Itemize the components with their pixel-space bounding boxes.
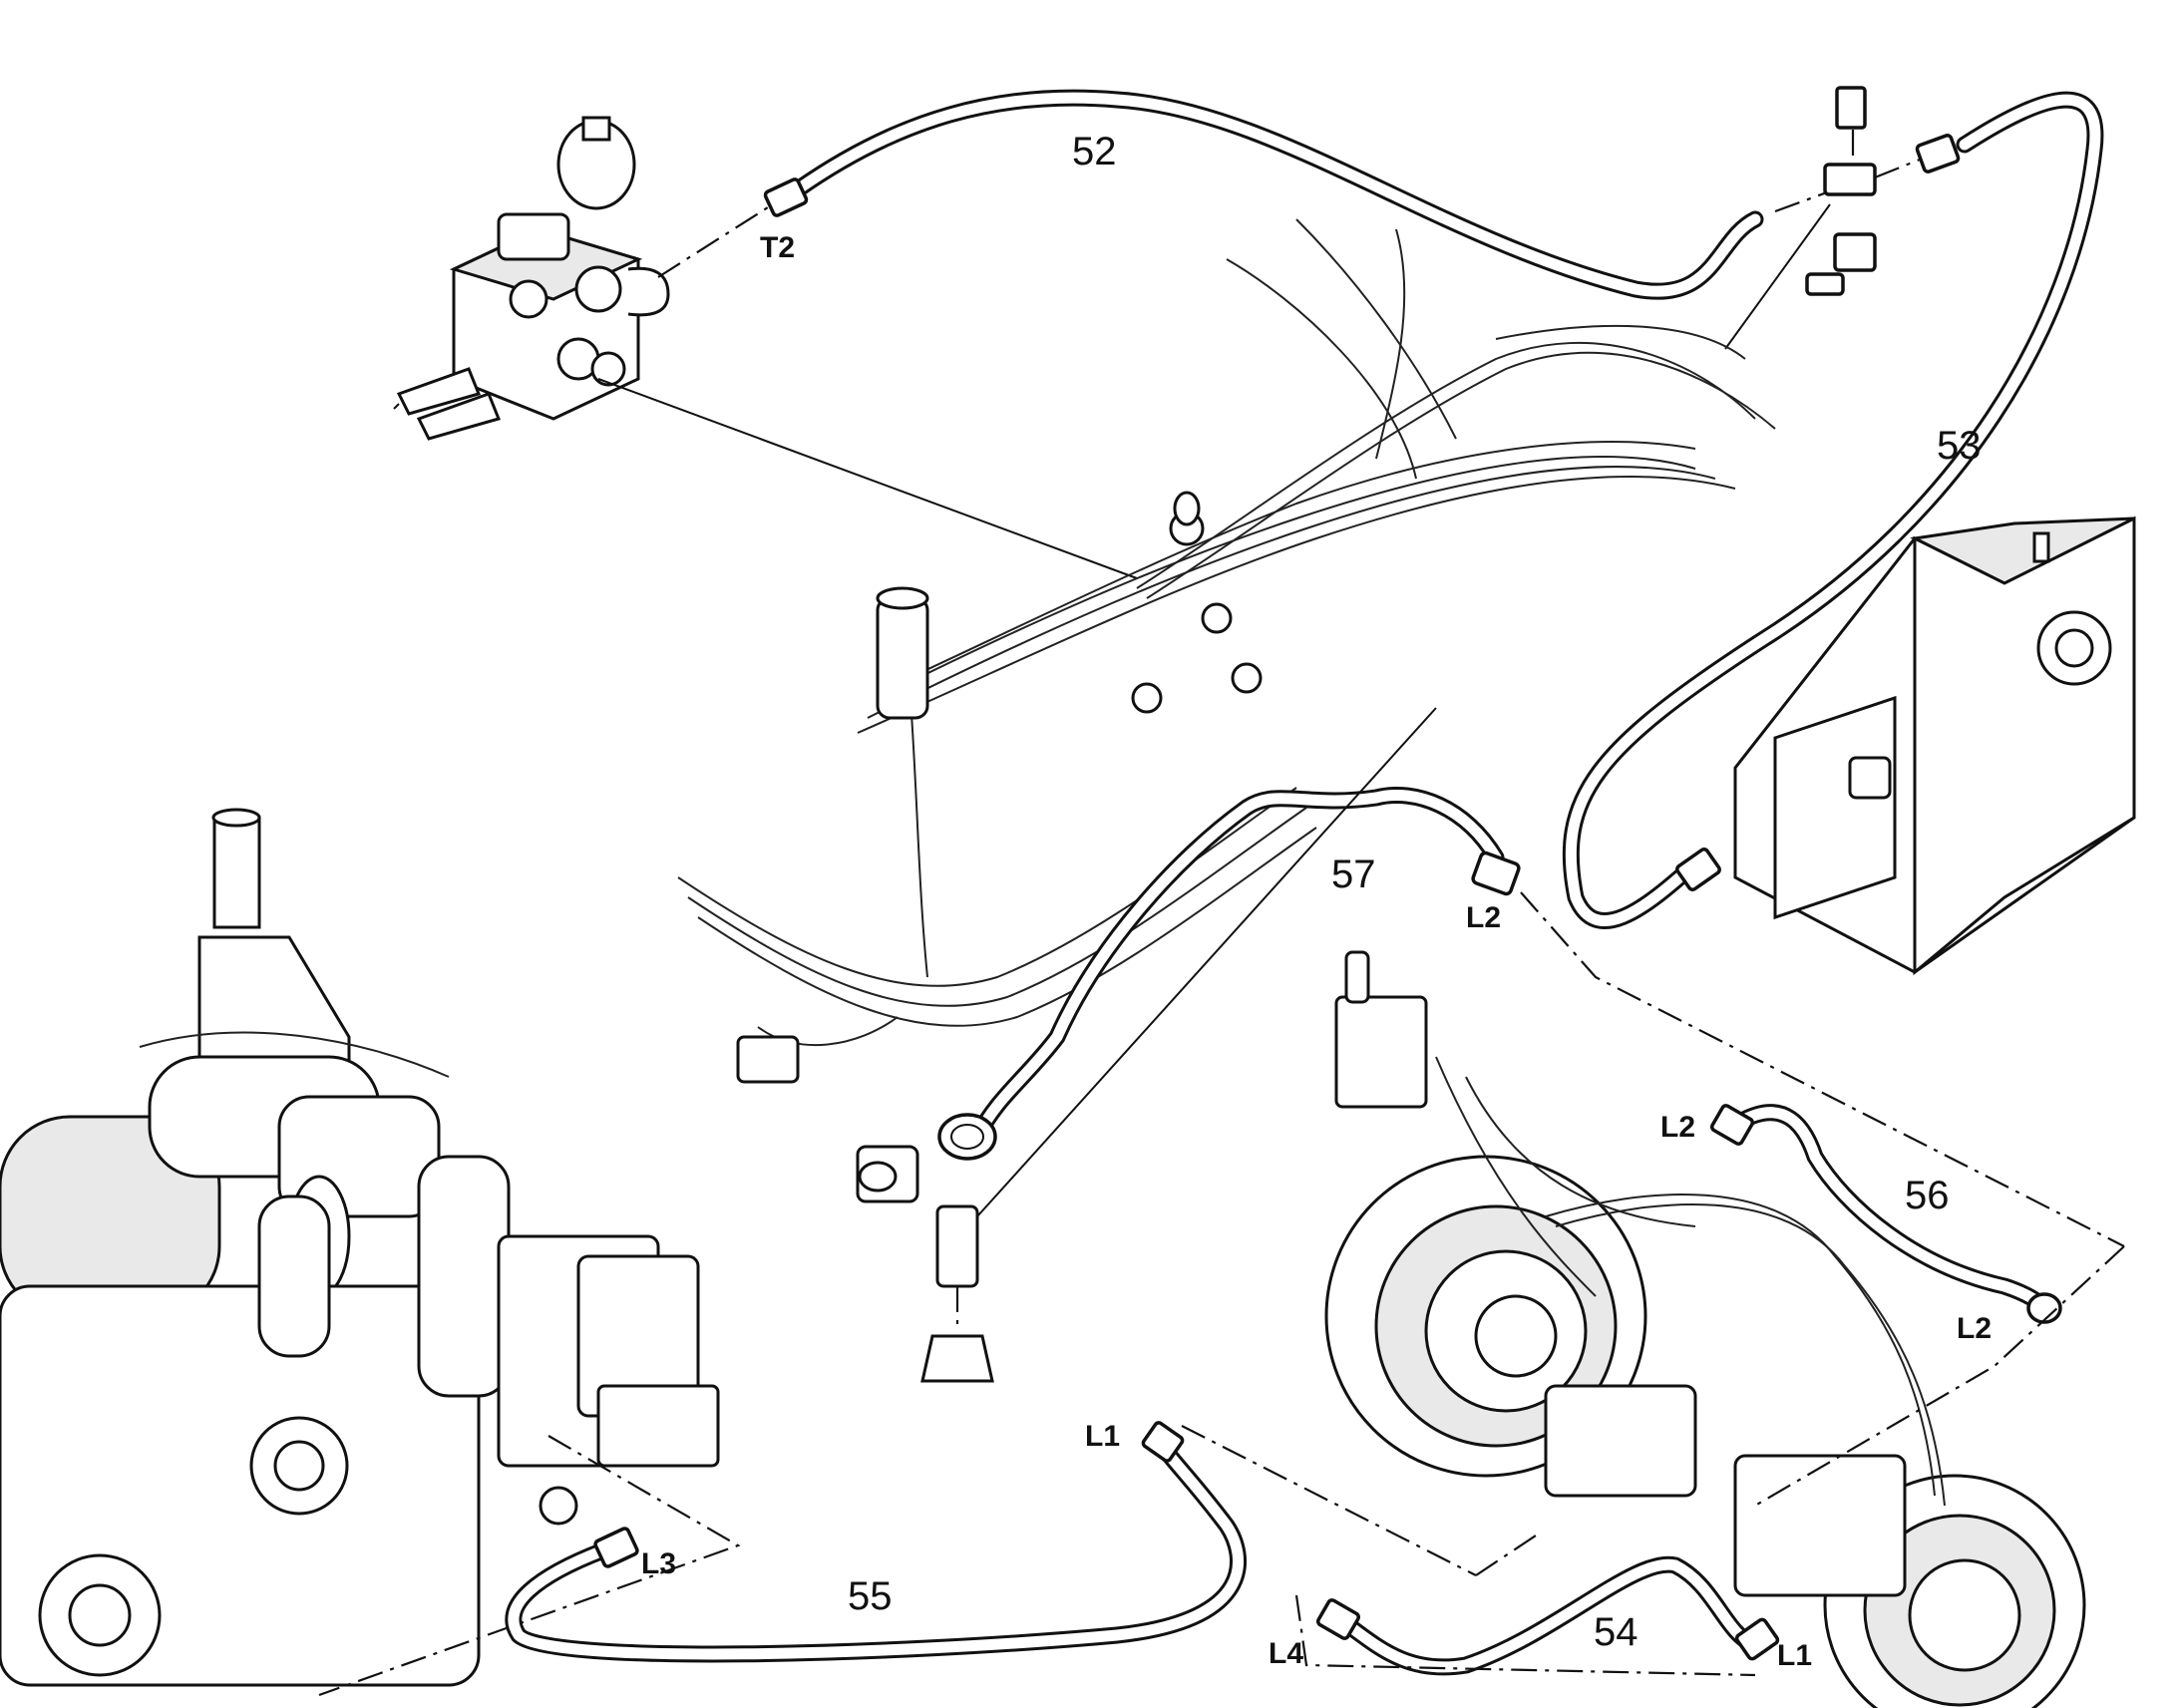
final-drive	[1324, 950, 2086, 1708]
hose-55	[505, 1421, 1477, 1663]
hose-52	[763, 89, 1836, 300]
engine	[0, 808, 741, 1697]
port-label-l1-right: L1	[1777, 1639, 1812, 1672]
callout-52: 52	[1072, 130, 1117, 173]
port-label-t2: T2	[760, 231, 795, 264]
port-label-l1-left: L1	[1085, 1420, 1120, 1453]
wiring-harness	[677, 218, 1776, 1084]
tee-fitting	[1724, 86, 1921, 350]
callout-57: 57	[1331, 853, 1376, 896]
callout-55: 55	[848, 1574, 893, 1618]
hose-57	[856, 707, 2125, 1383]
callout-53: 53	[1937, 424, 1982, 468]
valve-block	[393, 116, 1138, 579]
callout-56: 56	[1905, 1174, 1950, 1217]
hose-54	[1294, 1555, 1780, 1677]
port-label-l3: L3	[641, 1547, 676, 1580]
port-label-l2-mid: L2	[1660, 1111, 1695, 1144]
port-label-l4: L4	[1269, 1637, 1303, 1670]
hose-56	[1709, 1104, 2125, 1507]
port-label-l2-right: L2	[1957, 1312, 1992, 1345]
hose-53	[1562, 91, 2104, 929]
callout-54: 54	[1594, 1610, 1638, 1654]
hydraulic-tank	[1733, 515, 2136, 976]
port-label-l2-upper: L2	[1466, 901, 1501, 934]
